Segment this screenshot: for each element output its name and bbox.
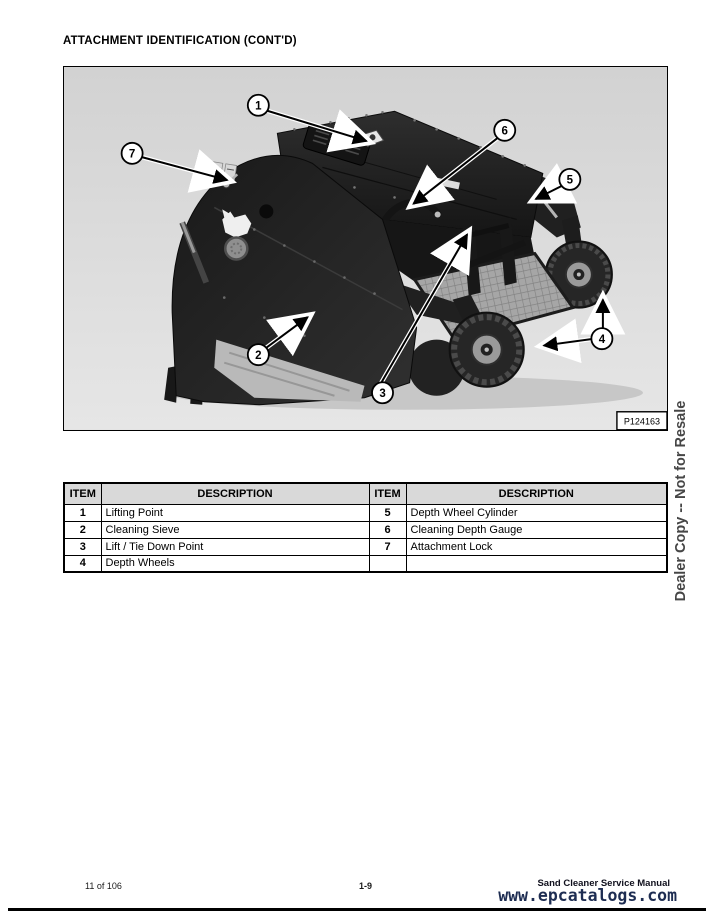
callout-2-label: 2 bbox=[255, 350, 261, 362]
table-row: 4 Depth Wheels bbox=[63, 554, 668, 573]
callout-7-label: 7 bbox=[129, 149, 135, 161]
item-description: Lifting Point bbox=[100, 503, 370, 522]
callout-3: 3 bbox=[371, 381, 394, 405]
callout-5-label: 5 bbox=[567, 175, 574, 187]
front-depth-wheel bbox=[448, 311, 525, 388]
col-header-item-left: ITEM bbox=[63, 482, 102, 505]
bobcat-logo bbox=[222, 209, 252, 238]
page-title: ATTACHMENT IDENTIFICATION (CONT'D) bbox=[63, 35, 297, 47]
callout-7: 7 bbox=[120, 141, 144, 165]
item-number: 7 bbox=[368, 537, 407, 556]
callout-4-label: 4 bbox=[599, 334, 606, 346]
table-row: 1 Lifting Point 5 Depth Wheel Cylinder bbox=[63, 503, 668, 522]
callout-5: 5 bbox=[558, 167, 582, 191]
callout-1: 1 bbox=[246, 93, 270, 117]
col-header-desc-right: DESCRIPTION bbox=[405, 482, 668, 505]
epcatalogs-watermark: www.epcatalogs.com bbox=[498, 886, 677, 905]
parts-description-table: ITEM DESCRIPTION ITEM DESCRIPTION 1 Lift… bbox=[63, 482, 668, 573]
callout-6: 6 bbox=[493, 118, 517, 142]
callout-1-label: 1 bbox=[255, 100, 262, 112]
item-description: Depth Wheels bbox=[100, 554, 370, 573]
table-row: 3 Lift / Tie Down Point 7 Attachment Loc… bbox=[63, 537, 668, 556]
item-number: 2 bbox=[63, 520, 102, 539]
item-number: 5 bbox=[368, 503, 407, 522]
footer-manual-title: Sand Cleaner Service Manual bbox=[537, 878, 670, 889]
callout-2: 2 bbox=[246, 343, 270, 367]
photo-id-label: P124163 bbox=[624, 416, 660, 426]
item-description: Cleaning Depth Gauge bbox=[405, 520, 668, 539]
sand-cleaner-illustration: 1 2 3 4 5 6 7 P124163 bbox=[64, 67, 667, 430]
callout-3-label: 3 bbox=[379, 388, 385, 400]
callout-4: 4 bbox=[590, 327, 614, 351]
table-row: 2 Cleaning Sieve 6 Cleaning Depth Gauge bbox=[63, 520, 668, 539]
item-number: 4 bbox=[63, 554, 102, 573]
photo-id-box: P124163 bbox=[616, 411, 667, 430]
item-description: Lift / Tie Down Point bbox=[100, 537, 370, 556]
item-description: Attachment Lock bbox=[405, 537, 668, 556]
item-number: 3 bbox=[63, 537, 102, 556]
footer-divider-bar bbox=[8, 908, 706, 911]
item-description bbox=[405, 554, 668, 573]
item-number bbox=[368, 554, 407, 573]
attachment-figure: 1 2 3 4 5 6 7 P124163 bbox=[63, 66, 668, 431]
table-header-row: ITEM DESCRIPTION ITEM DESCRIPTION bbox=[63, 482, 668, 505]
col-header-desc-left: DESCRIPTION bbox=[100, 482, 370, 505]
callout-balloons: 1 2 3 4 5 6 7 bbox=[120, 93, 614, 405]
callout-6-label: 6 bbox=[502, 126, 508, 138]
item-description: Cleaning Sieve bbox=[100, 520, 370, 539]
col-header-item-right: ITEM bbox=[368, 482, 407, 505]
dealer-copy-watermark: Dealer Copy -- Not for Resale bbox=[673, 400, 689, 602]
callout-arrows bbox=[138, 107, 626, 387]
footer-page-number: 1-9 bbox=[358, 881, 372, 891]
footer-sheet-info: 11 of 106 bbox=[85, 881, 122, 891]
item-number: 6 bbox=[368, 520, 407, 539]
item-number: 1 bbox=[63, 503, 102, 522]
item-description: Depth Wheel Cylinder bbox=[405, 503, 668, 522]
